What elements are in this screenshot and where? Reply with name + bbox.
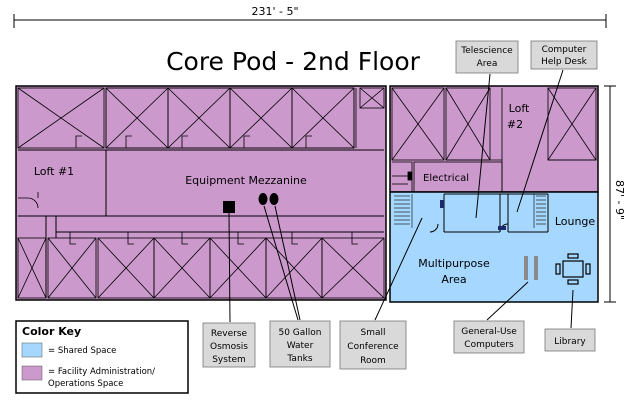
height-dimension xyxy=(604,85,616,303)
callout-help-desk: Computer Help Desk xyxy=(530,40,598,70)
callout-tanks-line3: Tanks xyxy=(286,354,312,364)
callout-computers-line1: General-Use xyxy=(461,327,517,337)
callout-water-tanks: 50 Gallon Water Tanks xyxy=(269,320,331,368)
reverse-osmosis-unit xyxy=(223,201,235,213)
callout-telescience-line2: Area xyxy=(477,59,498,69)
callout-ro-line3: System xyxy=(212,355,246,365)
color-key-title: Color Key xyxy=(22,325,81,338)
callout-computers-line2: Computers xyxy=(464,340,514,350)
admin-space-swatch xyxy=(21,365,43,381)
callout-conference-room: Small Conference Room xyxy=(339,320,407,370)
room-label-multipurpose-line1: Multipurpose xyxy=(418,257,490,270)
callout-telescience-line1: Telescience xyxy=(460,46,513,56)
callout-ro-line1: Reverse xyxy=(211,329,248,339)
callout-reverse-osmosis: Reverse Osmosis System xyxy=(202,322,256,368)
water-tank-2 xyxy=(269,193,279,205)
callout-general-use-computers: General-Use Computers xyxy=(453,320,525,354)
page-title: Core Pod - 2nd Floor xyxy=(166,47,421,76)
callout-library: Library xyxy=(544,328,596,352)
shared-space-label: = Shared Space xyxy=(48,346,116,356)
callout-conference-line1: Small xyxy=(361,328,386,338)
callout-tanks-line2: Water xyxy=(287,341,314,351)
callout-help-desk-line1: Computer xyxy=(542,45,587,55)
callout-telescience: Telescience Area xyxy=(455,40,519,74)
admin-space-label-line2: Operations Space xyxy=(48,379,123,389)
color-key: Color Key = Shared Space = Facility Admi… xyxy=(15,320,189,394)
width-dimension-label: 231' - 5" xyxy=(251,5,298,18)
width-dimension xyxy=(13,14,607,28)
right-wing xyxy=(389,85,599,303)
room-label-electrical: Electrical xyxy=(423,173,469,184)
computer-terminal-2 xyxy=(534,256,538,280)
admin-space-label-line1: = Facility Administration/ xyxy=(48,367,155,377)
water-tank-1 xyxy=(258,193,268,205)
room-label-loft-2-line1: Loft xyxy=(509,102,530,115)
room-label-lounge: Lounge xyxy=(555,215,596,228)
room-label-loft-1: Loft #1 xyxy=(34,165,74,178)
room-label-loft-2-line2: #2 xyxy=(507,118,523,131)
callout-ro-line2: Osmosis xyxy=(210,342,248,352)
computer-terminal-1 xyxy=(524,256,528,280)
callout-tanks-line1: 50 Gallon xyxy=(278,328,321,338)
height-dimension-label: 87' - 9" xyxy=(613,180,626,220)
room-label-multipurpose-line2: Area xyxy=(441,273,466,286)
left-wing xyxy=(15,85,387,301)
room-label-equipment-mezzanine: Equipment Mezzanine xyxy=(185,174,307,187)
callout-conference-line2: Conference xyxy=(347,342,399,352)
shared-space-swatch xyxy=(21,342,43,358)
callout-conference-line3: Room xyxy=(360,356,386,366)
callout-help-desk-line2: Help Desk xyxy=(541,57,588,67)
callout-library-line1: Library xyxy=(554,337,586,347)
library-table-icon xyxy=(555,253,591,285)
leader-lines xyxy=(228,69,574,329)
